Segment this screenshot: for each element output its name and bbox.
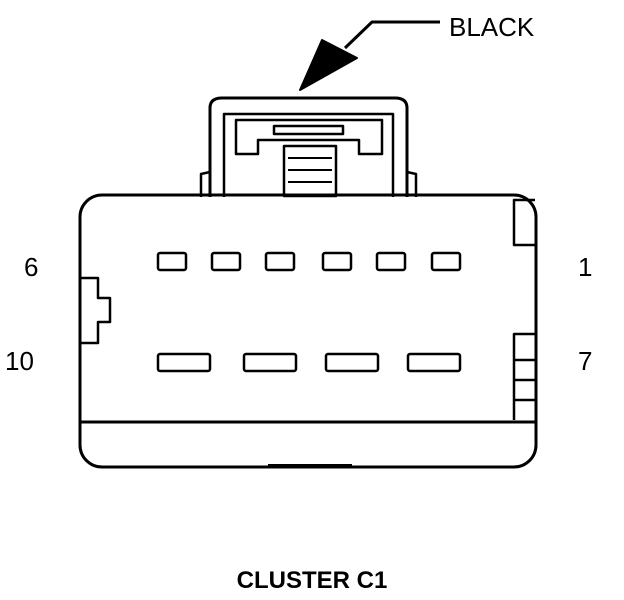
callout-color-label: BLACK <box>449 12 535 42</box>
latch-side-stub-right <box>406 170 418 197</box>
cavity-pin-6 <box>156 251 188 272</box>
connector-title: CLUSTER C1 <box>236 567 388 594</box>
latch-side-stub-left <box>199 170 211 197</box>
right-side-slot-bottom <box>512 332 535 420</box>
cavity-pin-2 <box>375 251 407 272</box>
cavity-pin-3 <box>321 251 353 272</box>
cavity-pin-7 <box>406 352 462 373</box>
bottom-pin-row <box>156 352 462 373</box>
left-side-key <box>81 276 112 345</box>
pin-label-bottom-right: 7 <box>578 346 593 376</box>
latch-crossbar <box>234 118 384 156</box>
right-side-slot-top <box>512 198 535 247</box>
latch-bridge <box>272 124 345 136</box>
cavity-pin-8 <box>324 352 380 373</box>
cavity-pin-1 <box>430 251 462 272</box>
cavity-pin-5 <box>210 251 242 272</box>
pin-label-top-left: 6 <box>24 252 39 282</box>
latch-tab-grooves <box>288 157 332 183</box>
pin-label-bottom-left: 10 <box>5 346 34 376</box>
cavity-pin-4 <box>264 251 296 272</box>
cavity-pin-10 <box>156 352 212 373</box>
connector-body <box>78 193 538 469</box>
top-pin-row <box>156 251 462 272</box>
latch-housing <box>208 96 409 197</box>
latch-inner-frame <box>222 112 395 197</box>
callout-leader-line <box>343 20 440 50</box>
cavity-pin-9 <box>242 352 298 373</box>
callout-arrowhead <box>299 39 358 91</box>
pin-label-top-right: 1 <box>578 252 593 282</box>
